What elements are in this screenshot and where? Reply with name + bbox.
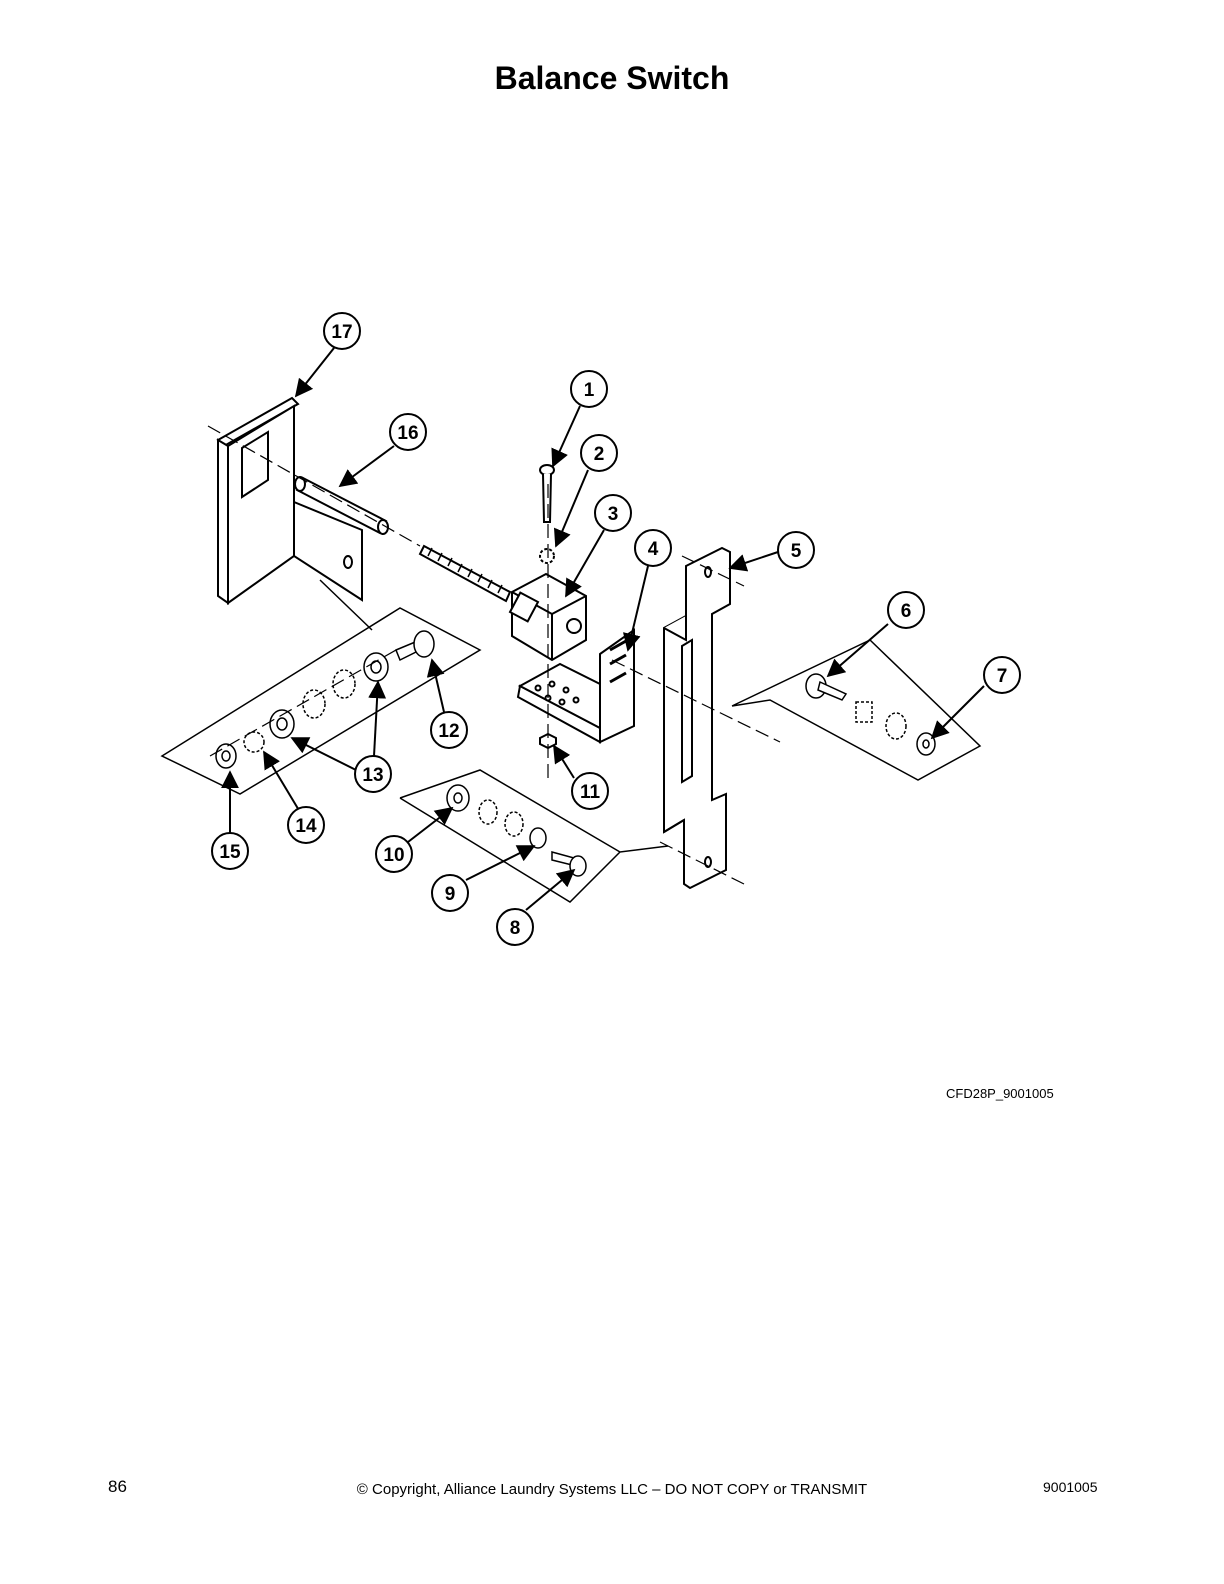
callout-4: 4 xyxy=(634,529,672,567)
callout-17: 17 xyxy=(323,312,361,350)
callout-5: 5 xyxy=(777,531,815,569)
callout-16: 16 xyxy=(389,413,427,451)
callout-9: 9 xyxy=(431,874,469,912)
page-title: Balance Switch xyxy=(494,60,730,96)
switch-bracket-4 xyxy=(516,628,635,744)
svg-text:15: 15 xyxy=(219,842,241,863)
svg-text:14: 14 xyxy=(295,816,317,837)
svg-text:11: 11 xyxy=(580,782,601,803)
svg-text:12: 12 xyxy=(438,721,459,742)
svg-text:10: 10 xyxy=(383,845,404,866)
svg-text:3: 3 xyxy=(608,504,619,525)
spacer-16 xyxy=(294,476,389,535)
callout-11: 11 xyxy=(571,772,609,810)
figure-id: CFD28P_9001005 xyxy=(946,1086,1054,1101)
callout-15: 15 xyxy=(211,832,249,870)
svg-text:2: 2 xyxy=(594,444,605,465)
svg-text:17: 17 xyxy=(331,322,352,343)
doc-number: 9001005 xyxy=(1043,1479,1098,1495)
callout-1: 1 xyxy=(570,370,608,408)
callout-8: 8 xyxy=(496,908,534,946)
bracket-17 xyxy=(216,396,363,605)
mounting-plate-5 xyxy=(663,546,731,890)
leader-lines xyxy=(221,347,985,911)
hardware-group-bottom xyxy=(399,769,669,903)
callout-10: 10 xyxy=(375,835,413,873)
callout-7: 7 xyxy=(983,656,1021,694)
page-number: 86 xyxy=(108,1477,127,1496)
copyright-notice: © Copyright, Alliance Laundry Systems LL… xyxy=(356,1481,868,1498)
svg-text:7: 7 xyxy=(997,666,1008,687)
center-lines xyxy=(207,425,781,885)
callout-2: 2 xyxy=(580,434,618,472)
callout-12: 12 xyxy=(430,711,468,749)
svg-text:6: 6 xyxy=(901,601,912,622)
svg-text:16: 16 xyxy=(397,423,418,444)
callout-14: 14 xyxy=(287,806,325,844)
svg-text:13: 13 xyxy=(362,765,383,786)
svg-text:9: 9 xyxy=(445,884,456,905)
svg-text:4: 4 xyxy=(648,539,659,560)
svg-text:8: 8 xyxy=(510,918,521,939)
callout-3: 3 xyxy=(594,494,632,532)
hardware-group-right xyxy=(731,639,982,781)
callout-6: 6 xyxy=(887,591,925,629)
callout-13: 13 xyxy=(354,755,392,793)
svg-text:1: 1 xyxy=(584,380,595,401)
hardware-group-left xyxy=(160,579,482,795)
svg-text:5: 5 xyxy=(791,541,802,562)
